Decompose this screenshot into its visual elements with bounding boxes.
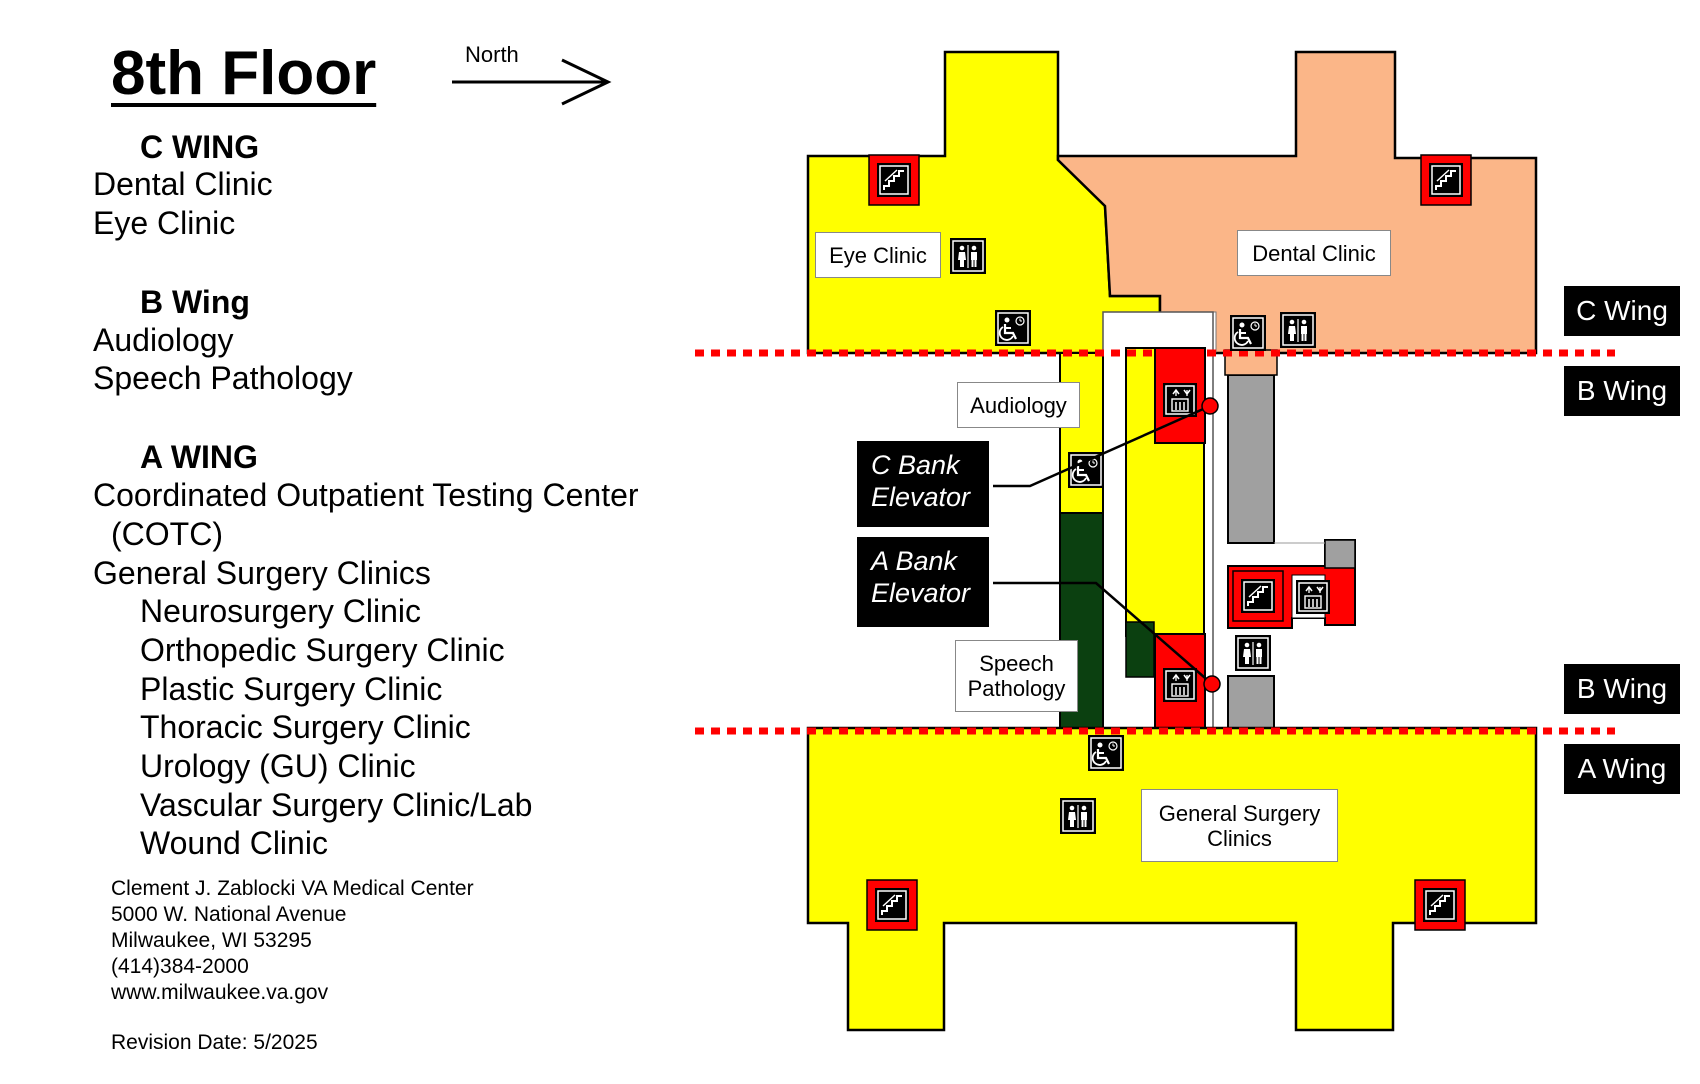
- audiology-label: Audiology: [957, 382, 1080, 428]
- c-bank-pointer-line: [993, 404, 1211, 488]
- a-bank-label-line: Elevator: [871, 578, 971, 608]
- general-surgery-label-line: Clinics: [1207, 825, 1272, 851]
- legend-item: Dental Clinic: [93, 166, 273, 202]
- audiology-yellow-strip: [1059, 352, 1104, 514]
- address-line: (414)384-2000: [111, 955, 249, 978]
- wing-tag-b: B Wing: [1564, 366, 1680, 416]
- a-wing-yellow-area: [806, 726, 1538, 1032]
- c-bank-label-line: C Bank: [871, 450, 960, 480]
- legend-b-wing-heading: B Wing: [140, 284, 250, 320]
- legend-subitem: Neurosurgery Clinic: [140, 593, 421, 629]
- legend-item: Coordinated Outpatient Testing Center: [93, 477, 639, 513]
- accessible-waiting-icon: [1066, 450, 1106, 490]
- legend-subitem: Wound Clinic: [140, 825, 328, 861]
- legend-subitem: Vascular Surgery Clinic/Lab: [140, 787, 533, 823]
- restroom-icon: [1059, 797, 1097, 835]
- restroom-icon: [1234, 634, 1272, 672]
- wing-tag-c: C Wing: [1564, 286, 1680, 336]
- elevator-icon: [1162, 667, 1198, 703]
- c-bank-label-line: Elevator: [871, 482, 971, 512]
- general-surgery-label-line: General Surgery: [1158, 800, 1321, 826]
- legend-item: Audiology: [93, 322, 234, 358]
- a-bank-label-line: A Bank: [871, 546, 958, 576]
- eye-clinic-label: Eye Clinic: [815, 232, 941, 278]
- elevator-icon: [1162, 382, 1198, 418]
- legend-subitem: Plastic Surgery Clinic: [140, 671, 443, 707]
- a-bank-pointer-line: [993, 581, 1213, 685]
- legend-subitem: Thoracic Surgery Clinic: [140, 709, 471, 745]
- wing-tag-b: B Wing: [1564, 664, 1680, 714]
- address-line: Milwaukee, WI 53295: [111, 929, 312, 952]
- legend-c-wing-heading: C WING: [140, 129, 260, 165]
- wing-tag-a: A Wing: [1564, 744, 1680, 794]
- accessible-waiting-icon: [1086, 733, 1126, 773]
- restroom-icon: [1279, 311, 1317, 349]
- page-title: 8th Floor: [111, 39, 377, 108]
- accessible-waiting-icon: [1228, 313, 1268, 353]
- dental-clinic-label: Dental Clinic: [1237, 230, 1391, 276]
- legend-item: (COTC): [111, 516, 223, 552]
- stairs-icon: [866, 879, 918, 931]
- elevator-icon: [1295, 579, 1331, 615]
- central-green-piece: [1125, 621, 1155, 678]
- stairs-icon: [1414, 879, 1466, 931]
- address-line: Clement J. Zablocki VA Medical Center: [111, 877, 474, 900]
- legend-a-wing-heading: A WING: [140, 439, 258, 475]
- c-bank-elevator-label: C Bank Elevator: [857, 441, 989, 527]
- north-label: North: [465, 42, 519, 67]
- speech-pathology-label: Speech Pathology: [955, 640, 1078, 712]
- general-surgery-label: General Surgery Clinics: [1141, 789, 1338, 862]
- north-arrow-icon: [452, 58, 612, 106]
- legend-subitem: Orthopedic Surgery Clinic: [140, 632, 505, 668]
- gray-service-block: [1227, 675, 1275, 729]
- a-bank-elevator-label: A Bank Elevator: [857, 537, 989, 627]
- gray-service-strip: [1227, 374, 1275, 544]
- stairs-icon: [868, 154, 920, 206]
- legend-item: General Surgery Clinics: [93, 555, 431, 591]
- accessible-waiting-icon: [993, 308, 1033, 348]
- speech-label-line: Pathology: [967, 676, 1066, 701]
- restroom-icon: [949, 237, 987, 275]
- stairs-icon: [1420, 154, 1472, 206]
- legend-subitem: Urology (GU) Clinic: [140, 748, 416, 784]
- legend-item: Speech Pathology: [93, 360, 353, 396]
- website-link[interactable]: www.milwaukee.va.gov: [111, 981, 329, 1004]
- legend-item: Eye Clinic: [93, 205, 236, 241]
- stairs-icon: [1232, 570, 1284, 622]
- speech-label-line: Speech: [979, 651, 1054, 676]
- address-line: 5000 W. National Avenue: [111, 903, 347, 926]
- revision-date: Revision Date: 5/2025: [111, 1031, 318, 1054]
